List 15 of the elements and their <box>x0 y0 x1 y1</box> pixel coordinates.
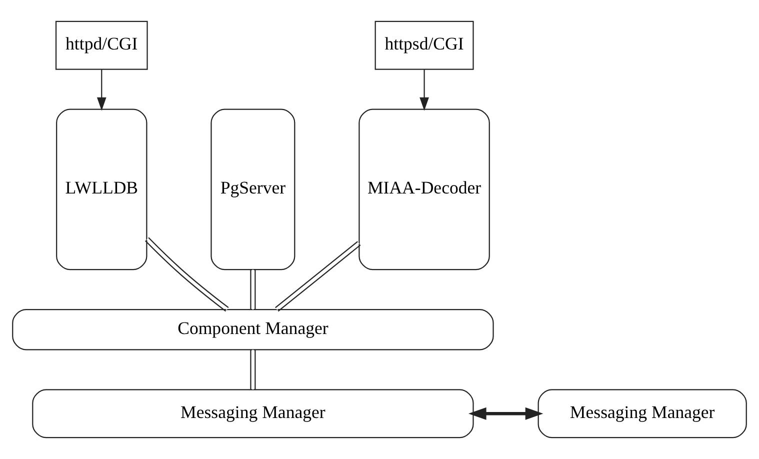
node-box: Messaging Manager <box>538 389 747 438</box>
node-box: httpsd/CGI <box>374 20 474 70</box>
connector <box>250 270 256 310</box>
node-box: Messaging Manager <box>32 389 474 438</box>
node-box: PgServer <box>210 108 296 270</box>
arrow <box>468 407 544 420</box>
node-box: MIAA-Decoder <box>358 108 490 270</box>
node-box: Component Manager <box>12 309 494 350</box>
connector <box>144 237 229 312</box>
arrow <box>420 70 429 111</box>
connector <box>275 241 361 312</box>
connector <box>250 350 256 390</box>
arrow <box>96 70 106 111</box>
node-box: LWLLDB <box>56 108 148 270</box>
node-box: httpd/CGI <box>55 20 148 70</box>
